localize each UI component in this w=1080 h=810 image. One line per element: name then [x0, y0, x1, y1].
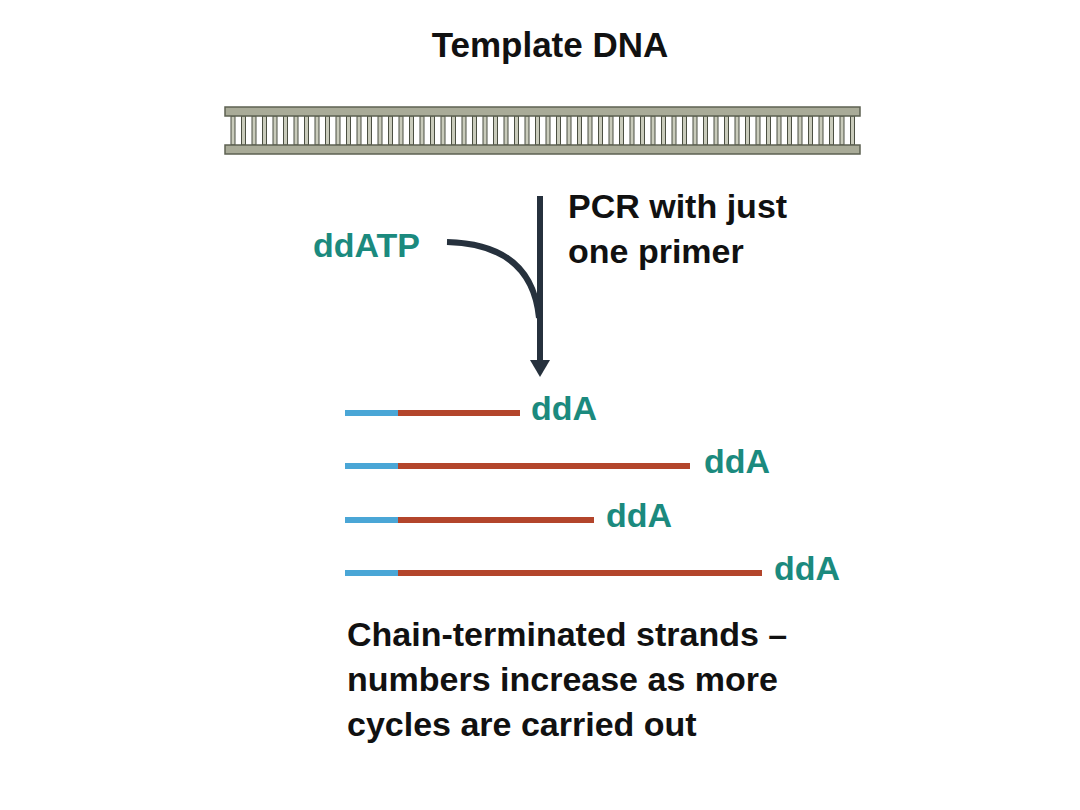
dna-rung	[819, 116, 823, 145]
arrow-shaft	[537, 196, 543, 362]
dna-rung	[525, 116, 529, 145]
dna-rung	[305, 116, 309, 145]
dna-rung	[683, 116, 687, 145]
dna-rung	[273, 116, 277, 145]
process-arrow	[447, 196, 550, 377]
dna-strand	[225, 145, 860, 154]
dna-rung	[651, 116, 655, 145]
dna-rung	[231, 116, 235, 145]
dna-rung	[609, 116, 613, 145]
dna-rung	[284, 116, 288, 145]
dna-rung	[840, 116, 844, 145]
dna-rung	[441, 116, 445, 145]
step-label: PCR with just one primer	[568, 184, 838, 274]
synthesized-strand	[398, 463, 690, 469]
dna-rung	[788, 116, 792, 145]
dna-rung	[672, 116, 676, 145]
dna-rung	[767, 116, 771, 145]
dna-rung	[347, 116, 351, 145]
dna-rung	[704, 116, 708, 145]
dna-rung	[336, 116, 340, 145]
dna-rung	[410, 116, 414, 145]
dna-rung	[620, 116, 624, 145]
dna-rung	[735, 116, 739, 145]
dna-rung	[641, 116, 645, 145]
primer-segment	[345, 410, 398, 416]
dna-rung	[452, 116, 456, 145]
dna-rung	[399, 116, 403, 145]
dna-rung	[693, 116, 697, 145]
dna-rung	[851, 116, 855, 145]
synthesized-strand	[398, 570, 762, 576]
dna-rung	[515, 116, 519, 145]
dna-rung	[714, 116, 718, 145]
terminator-label: ddA	[774, 547, 864, 589]
synthesized-strand	[398, 410, 520, 416]
dna-rung	[315, 116, 319, 145]
dna-rung	[567, 116, 571, 145]
primer-segment	[345, 517, 398, 523]
dna-rung	[504, 116, 508, 145]
dna-rung	[431, 116, 435, 145]
dna-rung	[809, 116, 813, 145]
primer-segment	[345, 570, 398, 576]
dna-rung	[662, 116, 666, 145]
caption: Chain-terminated strands – numbers incre…	[347, 612, 847, 747]
dna-rung	[746, 116, 750, 145]
template-dna	[225, 107, 860, 154]
dna-rung	[830, 116, 834, 145]
dna-rung	[756, 116, 760, 145]
terminator-label: ddA	[531, 387, 621, 429]
dna-rung	[536, 116, 540, 145]
dna-rung	[494, 116, 498, 145]
dna-rung	[368, 116, 372, 145]
dna-rung	[725, 116, 729, 145]
dna-rung	[420, 116, 424, 145]
dna-rung	[473, 116, 477, 145]
dna-rung	[557, 116, 561, 145]
terminated-strands	[345, 413, 762, 573]
dna-rung	[578, 116, 582, 145]
title: Template DNA	[350, 24, 750, 66]
terminator-label: ddA	[606, 494, 696, 536]
dna-rungs	[231, 116, 855, 145]
dna-rung	[378, 116, 382, 145]
dna-rung	[357, 116, 361, 145]
dna-rung	[798, 116, 802, 145]
dna-strand	[225, 107, 860, 116]
synthesized-strand	[398, 517, 594, 523]
dna-rung	[252, 116, 256, 145]
primer-segment	[345, 463, 398, 469]
dna-rung	[483, 116, 487, 145]
terminator-label: ddA	[704, 440, 794, 482]
dna-rung	[263, 116, 267, 145]
dna-rung	[326, 116, 330, 145]
dna-rung	[777, 116, 781, 145]
dna-rung	[588, 116, 592, 145]
reagent-label: ddATP	[313, 224, 453, 266]
dna-rung	[546, 116, 550, 145]
dna-rung	[630, 116, 634, 145]
dna-rung	[462, 116, 466, 145]
ddatp-arrow	[447, 242, 539, 318]
dna-rung	[599, 116, 603, 145]
dna-rung	[242, 116, 246, 145]
arrow-head	[530, 360, 550, 377]
dna-rung	[389, 116, 393, 145]
dna-rung	[294, 116, 298, 145]
